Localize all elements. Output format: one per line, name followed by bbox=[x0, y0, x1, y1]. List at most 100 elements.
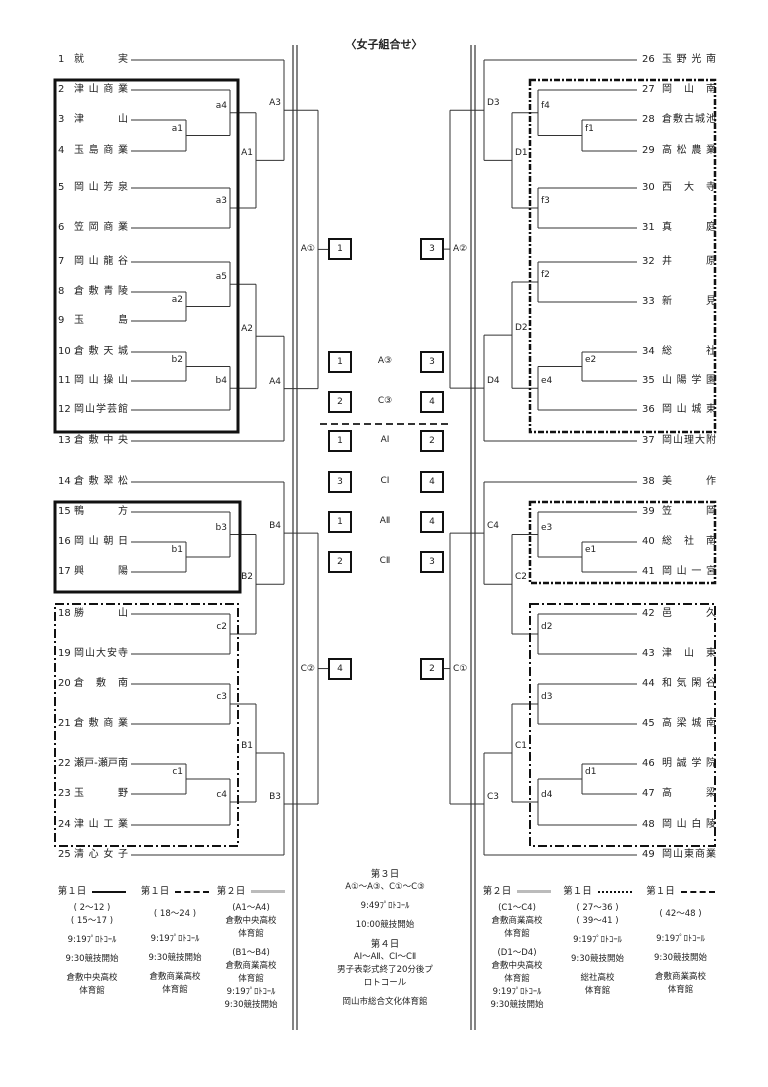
start-time: 9:30競技開始 bbox=[570, 954, 625, 964]
team-entry: 38 美作 bbox=[642, 475, 716, 489]
team-name: 和気閑谷 bbox=[662, 678, 716, 689]
team-name: 美作 bbox=[662, 476, 716, 487]
protocol-time: 9:49ﾌﾟﾛﾄｺｰﾙ bbox=[360, 901, 410, 911]
day-label: 第４日 bbox=[370, 939, 400, 950]
team-name: 高梁 bbox=[662, 788, 716, 799]
match-label: c2 bbox=[216, 622, 227, 632]
match-label: b4 bbox=[215, 376, 227, 387]
venue: 倉敷商業高校 bbox=[149, 972, 201, 982]
venue: 体育館 bbox=[584, 986, 611, 996]
match-label: C③ bbox=[377, 396, 393, 406]
group-frame-day1-dashed bbox=[528, 78, 717, 434]
match-label: b2 bbox=[171, 354, 183, 365]
team-entry: 30 西大寺 bbox=[642, 181, 716, 195]
seed-number: 38 bbox=[642, 476, 655, 487]
schedule-day1-solid: 第１日 ( 2～12 ) ( 15～17 ) 9:19ﾌﾟﾛﾄｺｰﾙ 9:30競… bbox=[52, 885, 132, 998]
seed-number: 24 bbox=[58, 819, 71, 830]
seed-box-left: 1 bbox=[328, 511, 352, 533]
match-label: b3 bbox=[215, 522, 227, 533]
group-range: (A1～A4) bbox=[232, 903, 270, 913]
venue: 体育館 bbox=[667, 985, 694, 995]
team-name: 玉島商業 bbox=[74, 145, 128, 156]
match-label: f1 bbox=[585, 123, 594, 134]
schedule-day2-right: 第２日 (C1～C4) 倉敷商業高校 体育館 (D1～D4) 倉敷中央高校 体育… bbox=[480, 885, 554, 1012]
team-name: 勝山 bbox=[74, 608, 128, 619]
final-seed-box: 3 bbox=[420, 238, 444, 261]
seed-number: 30 bbox=[642, 182, 655, 193]
seed-number: 45 bbox=[642, 718, 655, 729]
seed-number: 21 bbox=[58, 718, 71, 729]
team-name: 高梁城南 bbox=[662, 718, 716, 729]
team-name: 津山東 bbox=[662, 648, 716, 659]
team-name: 岡山理大附 bbox=[662, 435, 716, 446]
start-time: 9:30競技開始 bbox=[224, 1000, 278, 1010]
seed-number: 39 bbox=[642, 506, 655, 517]
seed-number: 40 bbox=[642, 536, 655, 547]
seed-number: 5 bbox=[58, 182, 65, 193]
seed-number: 44 bbox=[642, 678, 655, 689]
seed-number: 33 bbox=[642, 296, 655, 307]
team-entry: 44 和気閑谷 bbox=[642, 677, 716, 691]
day-label: 第２日 bbox=[216, 886, 246, 897]
match-label: B3 bbox=[269, 792, 281, 802]
seed-box-left: 3 bbox=[328, 471, 352, 493]
match-label: d4 bbox=[541, 790, 553, 800]
schedule-finals: 第３日 A①～A③、C①～C③ 9:49ﾌﾟﾛﾄｺｰﾙ 10:00競技開始 第４… bbox=[305, 868, 465, 1009]
group-frame-day1-dashed bbox=[528, 500, 717, 585]
match-label: C2 bbox=[515, 572, 528, 583]
team-name: 西大寺 bbox=[662, 182, 716, 193]
match-label: a3 bbox=[215, 196, 227, 206]
match-label: AⅠ bbox=[380, 435, 390, 445]
start-time: 9:30競技開始 bbox=[65, 954, 119, 964]
venue: 倉敷商業高校 bbox=[491, 916, 543, 926]
team-name: 笠岡 bbox=[662, 506, 716, 517]
gray-line-legend-icon bbox=[517, 890, 552, 893]
team-name: 岡山城東 bbox=[662, 404, 716, 415]
venue: 倉敷中央高校 bbox=[66, 973, 118, 983]
seed-box-right: 4 bbox=[420, 511, 444, 533]
solid-line-legend-icon bbox=[92, 890, 127, 893]
team-name: 真庭 bbox=[662, 222, 716, 233]
match-label: e4 bbox=[541, 376, 553, 387]
team-name: 総社南 bbox=[662, 536, 716, 547]
match-label: a2 bbox=[171, 294, 183, 305]
team-name: 津山工業 bbox=[74, 819, 128, 830]
team-name: 瀬戸-瀬戸南 bbox=[74, 758, 128, 769]
team-name: 笠岡商業 bbox=[74, 222, 128, 233]
seed-number: 27 bbox=[642, 84, 655, 95]
seed-number: 46 bbox=[642, 758, 655, 769]
team-name: 岡山操山 bbox=[74, 375, 128, 386]
match-label: A2 bbox=[241, 324, 253, 335]
seed-number: 19 bbox=[58, 648, 71, 659]
seed-number: 8 bbox=[58, 286, 65, 297]
match-label: B1 bbox=[241, 741, 253, 751]
seed-number: 36 bbox=[642, 404, 655, 415]
range: A①～A③、C①～C③ bbox=[345, 882, 425, 892]
start-time: 9:30競技開始 bbox=[653, 953, 708, 963]
venue: 倉敷商業高校 bbox=[654, 972, 706, 982]
team-entry: 36 岡山城東 bbox=[642, 403, 716, 417]
schedule-day1-dashdot-right: 第１日 ( 42～48 ) 9:19ﾌﾟﾛﾄｺｰﾙ 9:30競技開始 倉敷商業高… bbox=[638, 885, 723, 997]
team-name: 岡山学芸館 bbox=[74, 404, 128, 415]
seed-number: 18 bbox=[58, 608, 71, 619]
venue: 総社高校 bbox=[580, 973, 615, 983]
seed-number: 26 bbox=[642, 54, 655, 65]
match-label: C① bbox=[453, 663, 468, 674]
seed-number: 7 bbox=[58, 256, 65, 267]
team-name: 山陽学園 bbox=[662, 375, 716, 386]
